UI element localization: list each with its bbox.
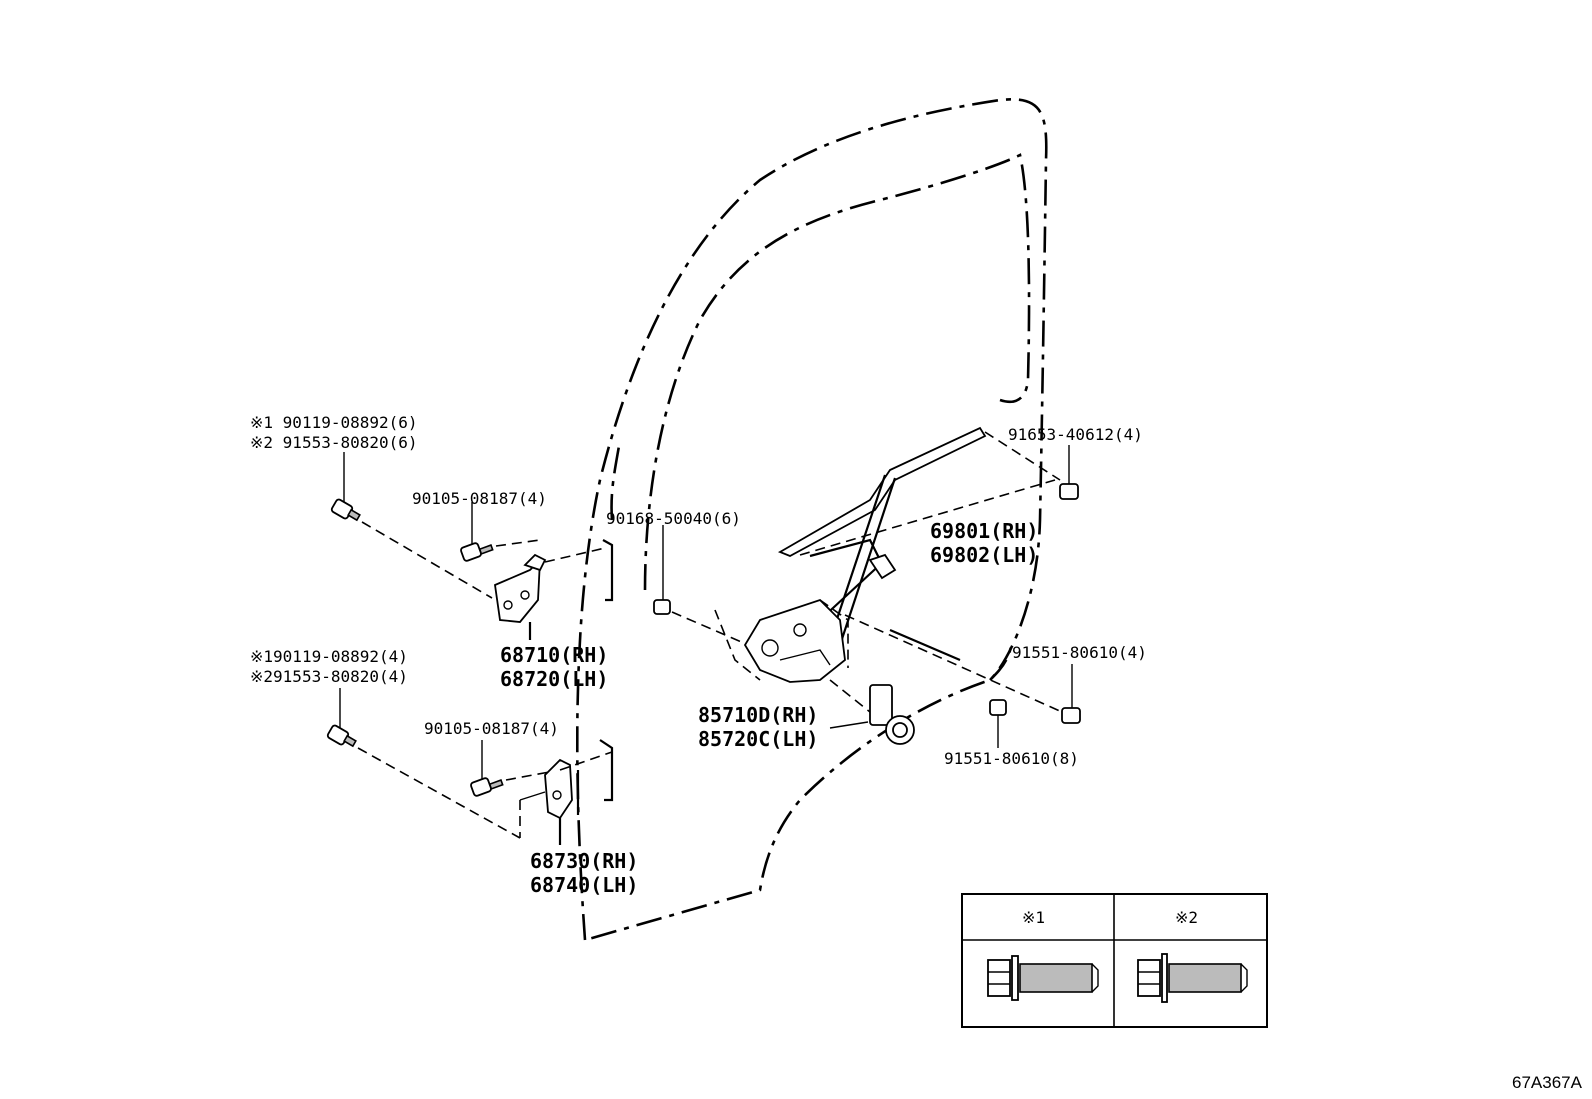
label-hinge-upper-lh: 68720(LH) [500,667,608,691]
bolt-upper-hinge [330,452,493,599]
bolt-type-2-icon [1137,953,1248,1003]
label-regulator-rh: 69801(RH) [930,519,1038,543]
legend-col2-label: ※2 [1175,908,1198,927]
label-bolt-upper-1: ※1 90119-08892(6) [250,413,418,432]
nut-90168 [653,525,761,651]
screw-lower-hinge [470,740,561,797]
upper-hinge [494,539,614,640]
label-bolt-91551-a: 91551-80610(4) [1012,643,1147,662]
label-motor-rh: 85710D(RH) [698,703,818,727]
diagram-code: 67A367A [1512,1073,1583,1092]
bolt-lower-hinge [326,688,521,839]
bolt-91653 [1059,445,1079,500]
part-labels: ※1 90119-08892(6) ※2 91553-80820(6) 9010… [250,413,1583,1092]
legend-col1-label: ※1 [1022,908,1045,927]
label-motor-lh: 85720C(LH) [698,727,818,751]
bolt-91551-b [989,699,1007,748]
label-screw-lower: 90105-08187(4) [424,719,559,738]
label-bolt-upper-2: ※2 91553-80820(6) [250,433,418,452]
window-motor [829,684,915,745]
door-outline [575,98,1048,942]
bolt-type-1-icon [987,955,1099,1001]
label-hinge-lower-rh: 68730(RH) [530,849,638,873]
label-bolt-91551-b: 91551-80610(8) [944,749,1079,768]
label-bolt-lower-1: ※190119-08892(4) [250,647,408,666]
label-bolt-lower-2: ※291553-80820(4) [250,667,408,686]
label-screw-upper: 90105-08187(4) [412,489,547,508]
bolt-type-legend: ※1 ※2 [961,893,1268,1028]
label-nut-90168: 90168-50040(6) [606,509,741,528]
label-hinge-lower-lh: 68740(LH) [530,873,638,897]
bolt-91551-a [844,614,1081,724]
label-hinge-upper-rh: 68710(RH) [500,643,608,667]
label-regulator-lh: 69802(LH) [930,543,1038,567]
label-bolt-91653: 91653-40612(4) [1008,425,1143,444]
regulator-mechanism [714,598,881,721]
screw-upper-hinge [460,502,541,562]
lower-hinge [519,739,614,845]
